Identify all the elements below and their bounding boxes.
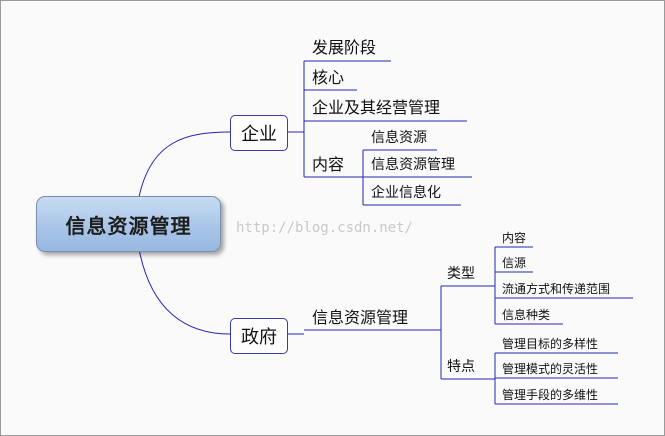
topic-feature-duoweixing[interactable]: 管理手段的多维性	[502, 388, 599, 402]
root-topic[interactable]: 信息资源管理	[36, 196, 221, 252]
topic-xinxi-ziyuan-guanli[interactable]: 信息资源管理	[371, 157, 455, 173]
branch-enterprise[interactable]: 企业	[230, 115, 288, 151]
topic-qiye-xinxihua[interactable]: 企业信息化	[371, 185, 441, 201]
topic-tedian[interactable]: 特点	[447, 359, 475, 375]
link-enterprise-children	[286, 61, 305, 177]
topic-feature-linghuoxing[interactable]: 管理模式的灵活性	[502, 362, 599, 376]
link-root-government	[138, 248, 231, 335]
topic-type-liutong[interactable]: 流通方式和传递范围	[502, 282, 611, 296]
topic-qiye-jingying-guanli[interactable]: 企业及其经营管理	[312, 98, 441, 117]
topic-xinxi-ziyuan[interactable]: 信息资源	[371, 130, 427, 146]
topic-type-xinyuan[interactable]: 信源	[502, 256, 527, 270]
topic-leixing[interactable]: 类型	[447, 266, 475, 282]
watermark-text: http://blog.csdn.net/	[236, 220, 414, 236]
topic-feature-duoyangxing[interactable]: 管理目标的多样性	[502, 337, 599, 351]
topic-gov-xinxi-ziyuan-guanli[interactable]: 信息资源管理	[312, 308, 409, 327]
link-root-enterprise	[138, 131, 231, 198]
topic-neirong[interactable]: 内容	[312, 155, 345, 174]
topic-type-neirong[interactable]: 内容	[502, 231, 527, 245]
topic-hexin[interactable]: 核心	[312, 68, 345, 87]
topic-fazhan-jieduan[interactable]: 发展阶段	[312, 38, 377, 57]
topic-type-xinxi-zhonglei[interactable]: 信息种类	[502, 308, 551, 322]
branch-government[interactable]: 政府	[230, 318, 288, 354]
